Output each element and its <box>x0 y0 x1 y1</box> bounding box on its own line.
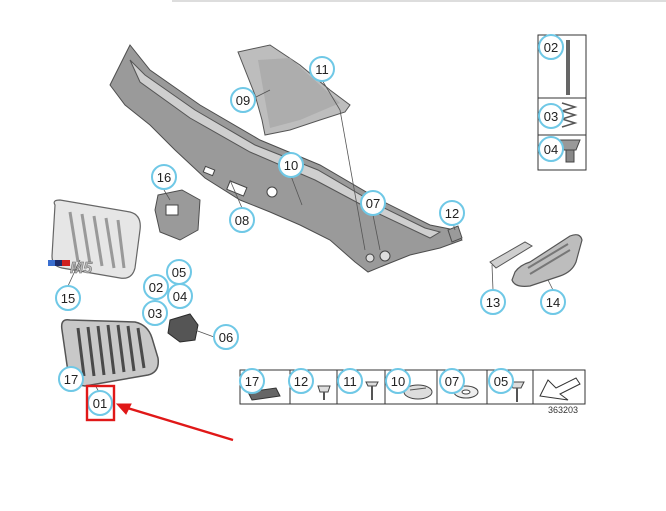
legend-callout-05[interactable]: 05 <box>488 368 514 394</box>
leader-lines <box>67 79 554 393</box>
legend-callout-10-label: 10 <box>391 374 405 389</box>
legend-callout-05-label: 05 <box>494 374 508 389</box>
callout-06[interactable]: 06 <box>213 324 239 350</box>
legend-callout-12-label: 12 <box>294 374 308 389</box>
legend-callout-07[interactable]: 07 <box>439 368 465 394</box>
rivet-part <box>365 381 379 387</box>
callout-15[interactable]: 15 <box>55 285 81 311</box>
callout-03-label: 03 <box>148 306 162 321</box>
callout-11-label: 11 <box>315 62 329 77</box>
callout-14-label: 14 <box>546 295 560 310</box>
m5-emblem-text: M5 <box>70 260 93 277</box>
callout-14[interactable]: 14 <box>540 289 566 315</box>
callout-03[interactable]: 03 <box>142 300 168 326</box>
callout-05-label: 05 <box>172 265 186 280</box>
side-trim-part <box>511 234 583 287</box>
clip-part <box>317 385 331 393</box>
callout-02[interactable]: 02 <box>143 274 169 300</box>
kit-callout-04-label: 04 <box>544 142 558 157</box>
upper-grille-part <box>51 199 141 279</box>
legend-callout-11-label: 11 <box>343 374 357 389</box>
kit-callout-02-label: 02 <box>544 40 558 55</box>
callout-09[interactable]: 09 <box>230 87 256 113</box>
callout-15-label: 15 <box>61 291 75 306</box>
spring-part <box>559 102 578 128</box>
mesh-panel-part <box>237 44 351 136</box>
bracket-part <box>154 189 201 241</box>
legend-callout-12[interactable]: 12 <box>288 368 314 394</box>
callout-08-label: 08 <box>235 213 249 228</box>
legend-callout-11[interactable]: 11 <box>337 368 363 394</box>
callout-05[interactable]: 05 <box>166 259 192 285</box>
callout-06-label: 06 <box>219 330 233 345</box>
callout-10[interactable]: 10 <box>278 152 304 178</box>
direction-symbol-icon <box>539 377 581 401</box>
legend-callout-10[interactable]: 10 <box>385 368 411 394</box>
callout-16[interactable]: 16 <box>151 164 177 190</box>
callout-10-label: 10 <box>284 158 298 173</box>
kit-callout-03[interactable]: 03 <box>538 103 564 129</box>
callout-11[interactable]: 11 <box>309 56 335 82</box>
callout-17[interactable]: 17 <box>58 366 84 392</box>
callout-08[interactable]: 08 <box>229 207 255 233</box>
kit-callout-02[interactable]: 02 <box>538 34 564 60</box>
clip-part-12 <box>447 225 463 243</box>
highlight-box <box>85 384 116 422</box>
red-arrow <box>115 403 234 442</box>
lower-grille-part <box>60 318 160 387</box>
callout-01[interactable]: 01 <box>87 390 113 416</box>
kit-callout-04[interactable]: 04 <box>538 136 564 162</box>
callout-01-label: 01 <box>93 396 107 411</box>
m5-emblem-part: M5 <box>48 260 94 277</box>
callout-02-label: 02 <box>149 280 163 295</box>
diagram-id: 363203 <box>548 405 578 415</box>
callout-07-label: 07 <box>366 196 380 211</box>
legend-callout-07-label: 07 <box>445 374 459 389</box>
small-bracket-part <box>167 313 199 343</box>
legend-callout-17[interactable]: 17 <box>239 368 265 394</box>
callout-13[interactable]: 13 <box>480 289 506 315</box>
callout-09-label: 09 <box>236 93 250 108</box>
trim-strip-part <box>489 241 533 269</box>
callout-12-label: 12 <box>445 206 459 221</box>
callout-04[interactable]: 04 <box>167 283 193 309</box>
callout-16-label: 16 <box>157 170 171 185</box>
callout-04-label: 04 <box>173 289 187 304</box>
callout-07[interactable]: 07 <box>360 190 386 216</box>
callout-17-label: 17 <box>64 372 78 387</box>
legend-callout-17-label: 17 <box>245 374 259 389</box>
callout-13-label: 13 <box>486 295 500 310</box>
callout-12[interactable]: 12 <box>439 200 465 226</box>
kit-callout-03-label: 03 <box>544 109 558 124</box>
